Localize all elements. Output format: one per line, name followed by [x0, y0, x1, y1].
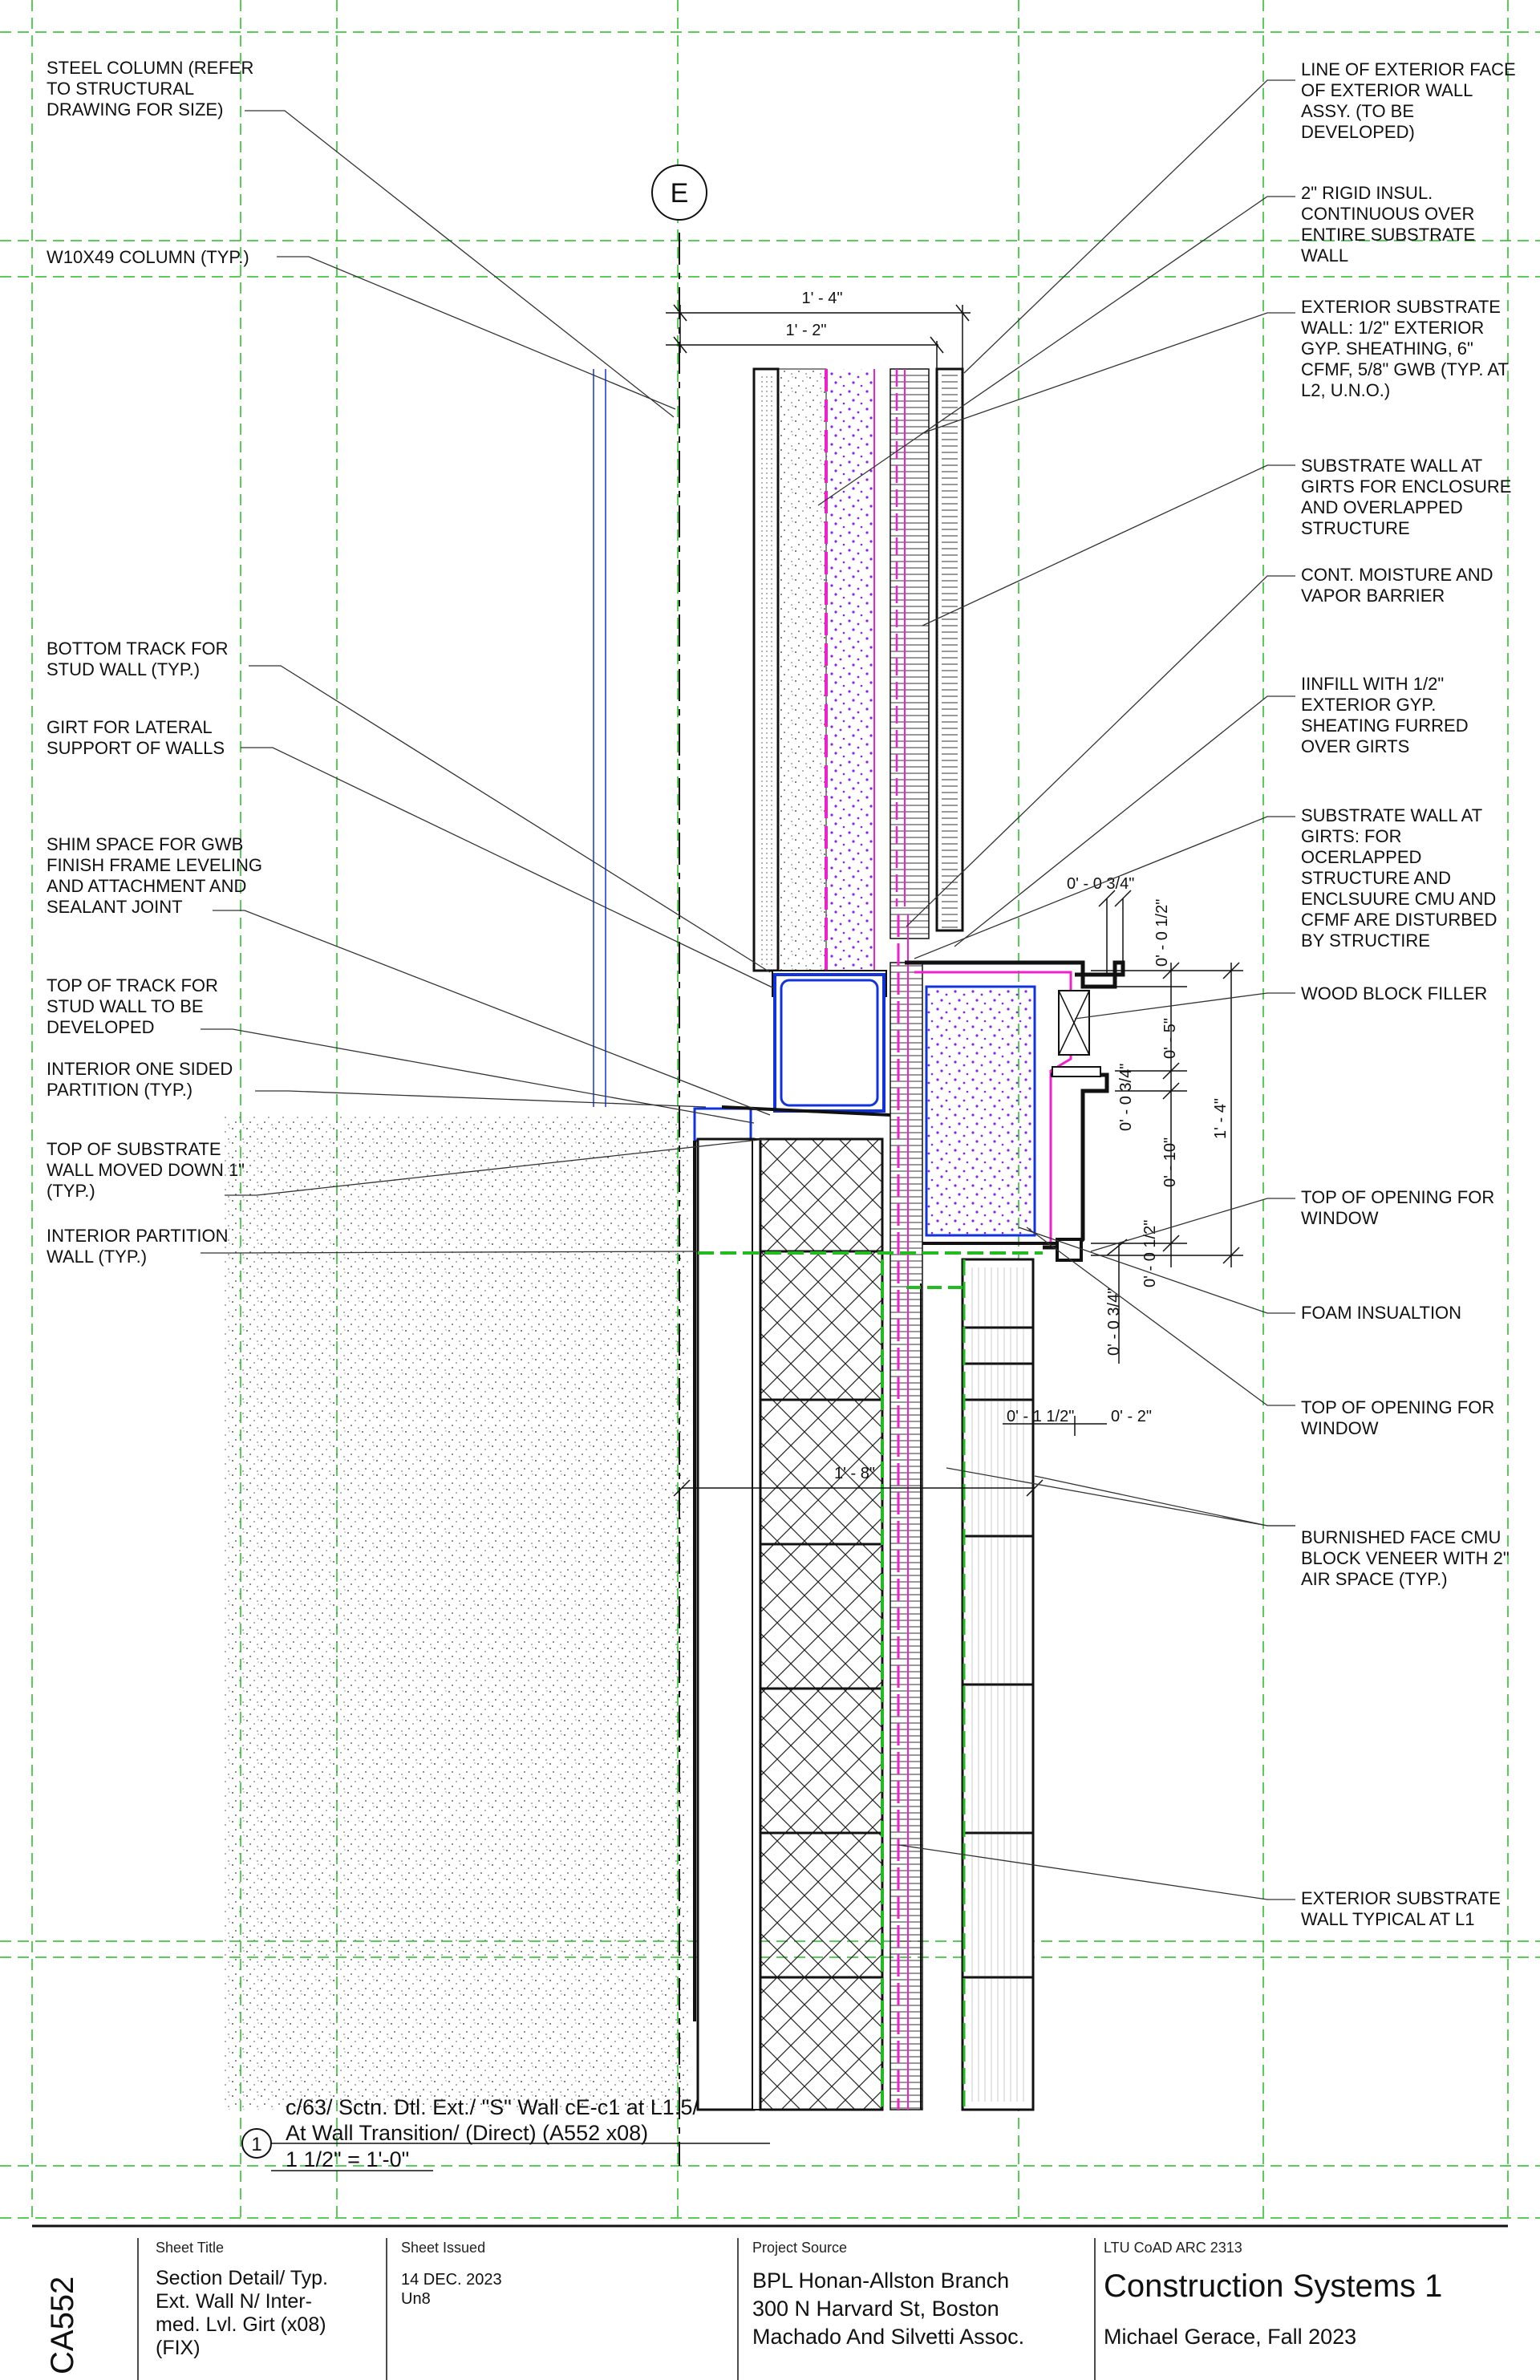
detail-number: 1: [251, 2134, 261, 2155]
dim-0-10: 0' - 10": [1161, 1137, 1179, 1187]
dim-1-8: 1' - 8": [834, 1465, 875, 1482]
dim-1-4-right: 1' - 4": [1212, 1098, 1230, 1139]
dim-0-0-3-4-low: 0' - 0 3/4": [1105, 1288, 1123, 1356]
note-top-track: TOP OF TRACK FOR STUD WALL TO BE DEVELOP…: [47, 975, 218, 1037]
note-substrate-at-girts: SUBSTRATE WALL AT GIRTS FOR ENCLOSURE AN…: [1301, 456, 1512, 538]
note-foam: FOAM INSUALTION: [1301, 1303, 1462, 1323]
note-exterior-substrate-l1: EXTERIOR SUBSTRATE WALL TYPICAL AT L1: [1301, 1888, 1501, 1929]
sheet-number: CA552: [45, 2276, 80, 2374]
interior-partition-fill: [225, 1115, 690, 2110]
note-moisture-barrier: CONT. MOISTURE AND VAPOR BARRIER: [1301, 565, 1493, 606]
upper-wall-assembly: [752, 367, 964, 972]
note-top-opening-2: TOP OF OPENING FOR WINDOW: [1301, 1397, 1495, 1438]
note-bottom-track: BOTTOM TRACK FOR STUD WALL (TYP.): [47, 639, 229, 679]
grid-bubble-label: E: [671, 178, 689, 209]
title-block-frame: [32, 2224, 1508, 2380]
note-interior-one-sided: INTERIOR ONE SIDED PARTITION (TYP.): [47, 1059, 233, 1100]
sheet-title: Section Detail/ Typ. Ext. Wall N/ Inter-…: [156, 2267, 328, 2359]
note-shim-space: SHIM SPACE FOR GWB FINISH FRAME LEVELING…: [47, 834, 262, 917]
note-exterior-substrate-wall: EXTERIOR SUBSTRATE WALL: 1/2" EXTERIOR G…: [1301, 297, 1509, 400]
course-label: LTU CoAD ARC 2313: [1104, 2240, 1242, 2256]
note-burnished-cmu: BURNISHED FACE CMU BLOCK VENEER WITH 2" …: [1301, 1527, 1510, 1589]
note-top-substrate: TOP OF SUBSTRATE WALL MOVED DOWN 1" (TYP…: [47, 1139, 245, 1201]
course-title: Construction Systems 1: [1104, 2269, 1443, 2304]
note-infill: IINFILL WITH 1/2" EXTERIOR GYP. SHEATING…: [1301, 674, 1469, 756]
dimension-right: [1003, 890, 1243, 1436]
dimension-top: [666, 304, 971, 369]
dim-0-0-1-2-top: 0' - 0 1/2": [1153, 899, 1171, 967]
grid-bubble-e: [651, 164, 707, 221]
note-top-opening-1: TOP OF OPENING FOR WINDOW: [1301, 1187, 1495, 1228]
detail-title-scale: 1 1/2" = 1'-0": [286, 2147, 410, 2171]
author: Michael Gerace, Fall 2023: [1104, 2325, 1357, 2349]
note-girt-lateral: GIRT FOR LATERAL SUPPORT OF WALLS: [47, 717, 225, 758]
lower-substrate-wall: [696, 914, 1043, 2111]
dim-0-0-3-4-mid: 0' - 0 3/4": [1117, 1064, 1135, 1131]
dim-0-0-1-2-low: 0' - 0 1/2": [1141, 1220, 1159, 1287]
note-wood-block: WOOD BLOCK FILLER: [1301, 983, 1488, 1003]
sheet-title-label: Sheet Title: [156, 2240, 225, 2256]
leader-lines: [201, 79, 1295, 1900]
girt-tube: [693, 970, 891, 2021]
note-line-exterior-face: LINE OF EXTERIOR FACE OF EXTERIOR WALL A…: [1301, 59, 1516, 142]
note-w10x49-column: W10X49 COLUMN (TYP.): [47, 247, 249, 267]
project-source-label: Project Source: [752, 2240, 848, 2256]
window-head: [905, 960, 1125, 1262]
note-rigid-insul: 2" RIGID INSUL. CONTINUOUS OVER ENTIRE S…: [1301, 183, 1476, 266]
detail-title-line1: c/63/ Sctn. Dtl. Ext./ "S" Wall cE-c1 at…: [286, 2095, 699, 2119]
dim-1-4: 1' - 4": [802, 290, 843, 307]
detail-title-line2: At Wall Transition/ (Direct) (A552 x08): [286, 2121, 649, 2145]
steel-column-lines: [593, 369, 606, 1107]
dim-1-2: 1' - 2": [786, 322, 827, 339]
note-steel-column: STEEL COLUMN (REFER TO STRUCTURAL DRAWIN…: [47, 58, 254, 120]
note-interior-partition: INTERIOR PARTITION WALL (TYP.): [47, 1226, 229, 1267]
dim-0-5: 0' - 5": [1161, 1018, 1179, 1059]
project-source: BPL Honan-Allston Branch 300 N Harvard S…: [752, 2269, 1025, 2349]
sheet-issued-label: Sheet Issued: [401, 2240, 486, 2256]
note-substrate-girts-cmu: SUBSTRATE WALL AT GIRTS: FOR OCERLAPPED …: [1301, 805, 1497, 951]
dim-0-1-1-2: 0' - 1 1/2": [1007, 1408, 1074, 1425]
sheet-issued: 14 DEC. 2023 Un8: [401, 2271, 502, 2308]
dim-0-2: 0' - 2": [1111, 1408, 1152, 1425]
